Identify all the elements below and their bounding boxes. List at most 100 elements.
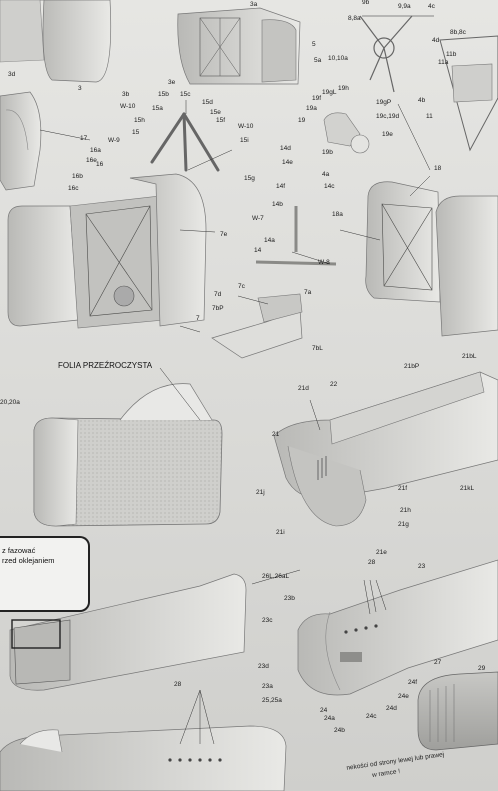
part-label: 4b [418,97,426,104]
part-label: W-8 [318,259,330,266]
part-label: 24d [386,705,397,712]
part-label: 22 [330,381,338,388]
part-label: 19 [298,117,306,124]
part-label: 14c [324,183,335,190]
part-label: 7e [220,231,228,238]
part-label: 21j [256,489,265,496]
part-label: 19f [312,95,322,102]
part-frame-29 [417,671,498,751]
part-label: 19a [306,105,317,112]
part-label: 15a [152,105,163,112]
part-label: 19h [338,85,349,92]
part-label: 20,20a [0,399,20,406]
part-label: W-7 [252,215,264,222]
part-label: 26L,26aL [262,573,290,580]
part-label: 14d [280,145,291,152]
part-label: 25,25a [262,697,282,704]
part-label: 18a [332,211,343,218]
part-canopy-20 [33,383,223,527]
part-seat-17 [0,91,42,191]
part-label: 24f [408,679,418,686]
part-label: 10,10a [328,55,348,62]
part-label: 4d [432,37,440,44]
part-label: 9b [362,0,370,6]
part-label: 15b [158,91,169,98]
part-label: 3a [250,1,258,8]
part-label: 21 [272,431,280,438]
part-label: 27 [434,659,442,666]
part-label: 3 [78,85,82,92]
part-label: 28 [368,559,376,566]
part-label: 7bL [312,345,323,352]
part-label: 21kL [460,485,475,492]
part-label: 15c [180,91,191,98]
part-fuselage-21 [273,371,498,527]
part-cockpit-assembly-left [7,173,207,329]
part-label: 16e [86,157,97,164]
part-struts-9 [359,15,434,93]
part-label: 5a [314,57,322,64]
part-label: W-9 [108,137,120,144]
part-label: 5 [312,41,316,48]
part-label: 18 [434,165,442,172]
part-frame-11 [439,35,498,152]
part-tube-14 [255,206,337,266]
part-label: 3d [8,71,16,78]
part-label: 11b [446,51,457,58]
part-label: 21bL [462,353,477,360]
part-label: 24e [398,693,409,700]
part-label: 23d [258,663,269,670]
part-label: 15f [216,117,226,124]
part-assembly-19 [323,112,370,154]
part-label: 21bP [404,363,420,370]
part-label: 7d [214,291,222,298]
part-label: 19gL [322,89,337,96]
part-label: 15 [132,129,140,136]
part-label: 8b,8c [450,29,466,36]
part-label: 14b [272,201,283,208]
part-label: 23b [284,595,295,602]
leader-lines [39,100,431,745]
part-fuselage-bottom-left [9,573,247,691]
part-label: 23 [418,563,426,570]
part-frame-3 [177,7,301,85]
part-label: 15h [134,117,145,124]
part-label: 15i [240,137,249,144]
part-label: 21d [298,385,309,392]
part-fuselage-28-bottom [0,725,287,791]
part-label: 19gP [376,99,392,106]
part-label: 29 [478,665,486,672]
part-label: 14e [282,159,293,166]
part-label: 7a [304,289,312,296]
part-label: 19c,19d [376,113,400,120]
part-label: 7 [196,315,200,322]
part-label: 16 [96,161,104,168]
part-floor-7 [211,293,303,359]
part-label: 21h [400,507,411,514]
part-label: 7c [238,283,245,290]
part-label: 28 [174,681,182,688]
warning-line-2: rzed oklejaniem [2,556,55,565]
part-label: 15d [202,99,213,106]
part-label: 11 [426,113,433,120]
part-label: 24b [334,727,345,734]
part-label: W-10 [238,123,254,130]
part-tripod-15 [150,112,220,172]
part-label: 24 [320,707,328,714]
part-label: 9,9a [398,3,411,10]
part-label: 7bP [212,305,224,312]
part-label: 21e [376,549,387,556]
part-label: 16b [72,173,83,180]
part-label: 17 [80,135,88,142]
part-label: 24c [366,713,377,720]
part-label: 15e [210,109,221,116]
part-cockpit-assembly-18 [365,181,498,337]
part-label: 21g [398,521,409,528]
clear-film-heading: FOLIA PRZEŹROCZYSTA [58,361,153,370]
warning-box: z fazować rzed oklejaniem [0,536,90,612]
part-label: W-10 [120,103,136,110]
part-label: 14 [254,247,262,254]
part-label: 15g [244,175,255,182]
part-label: 24a [324,715,335,722]
